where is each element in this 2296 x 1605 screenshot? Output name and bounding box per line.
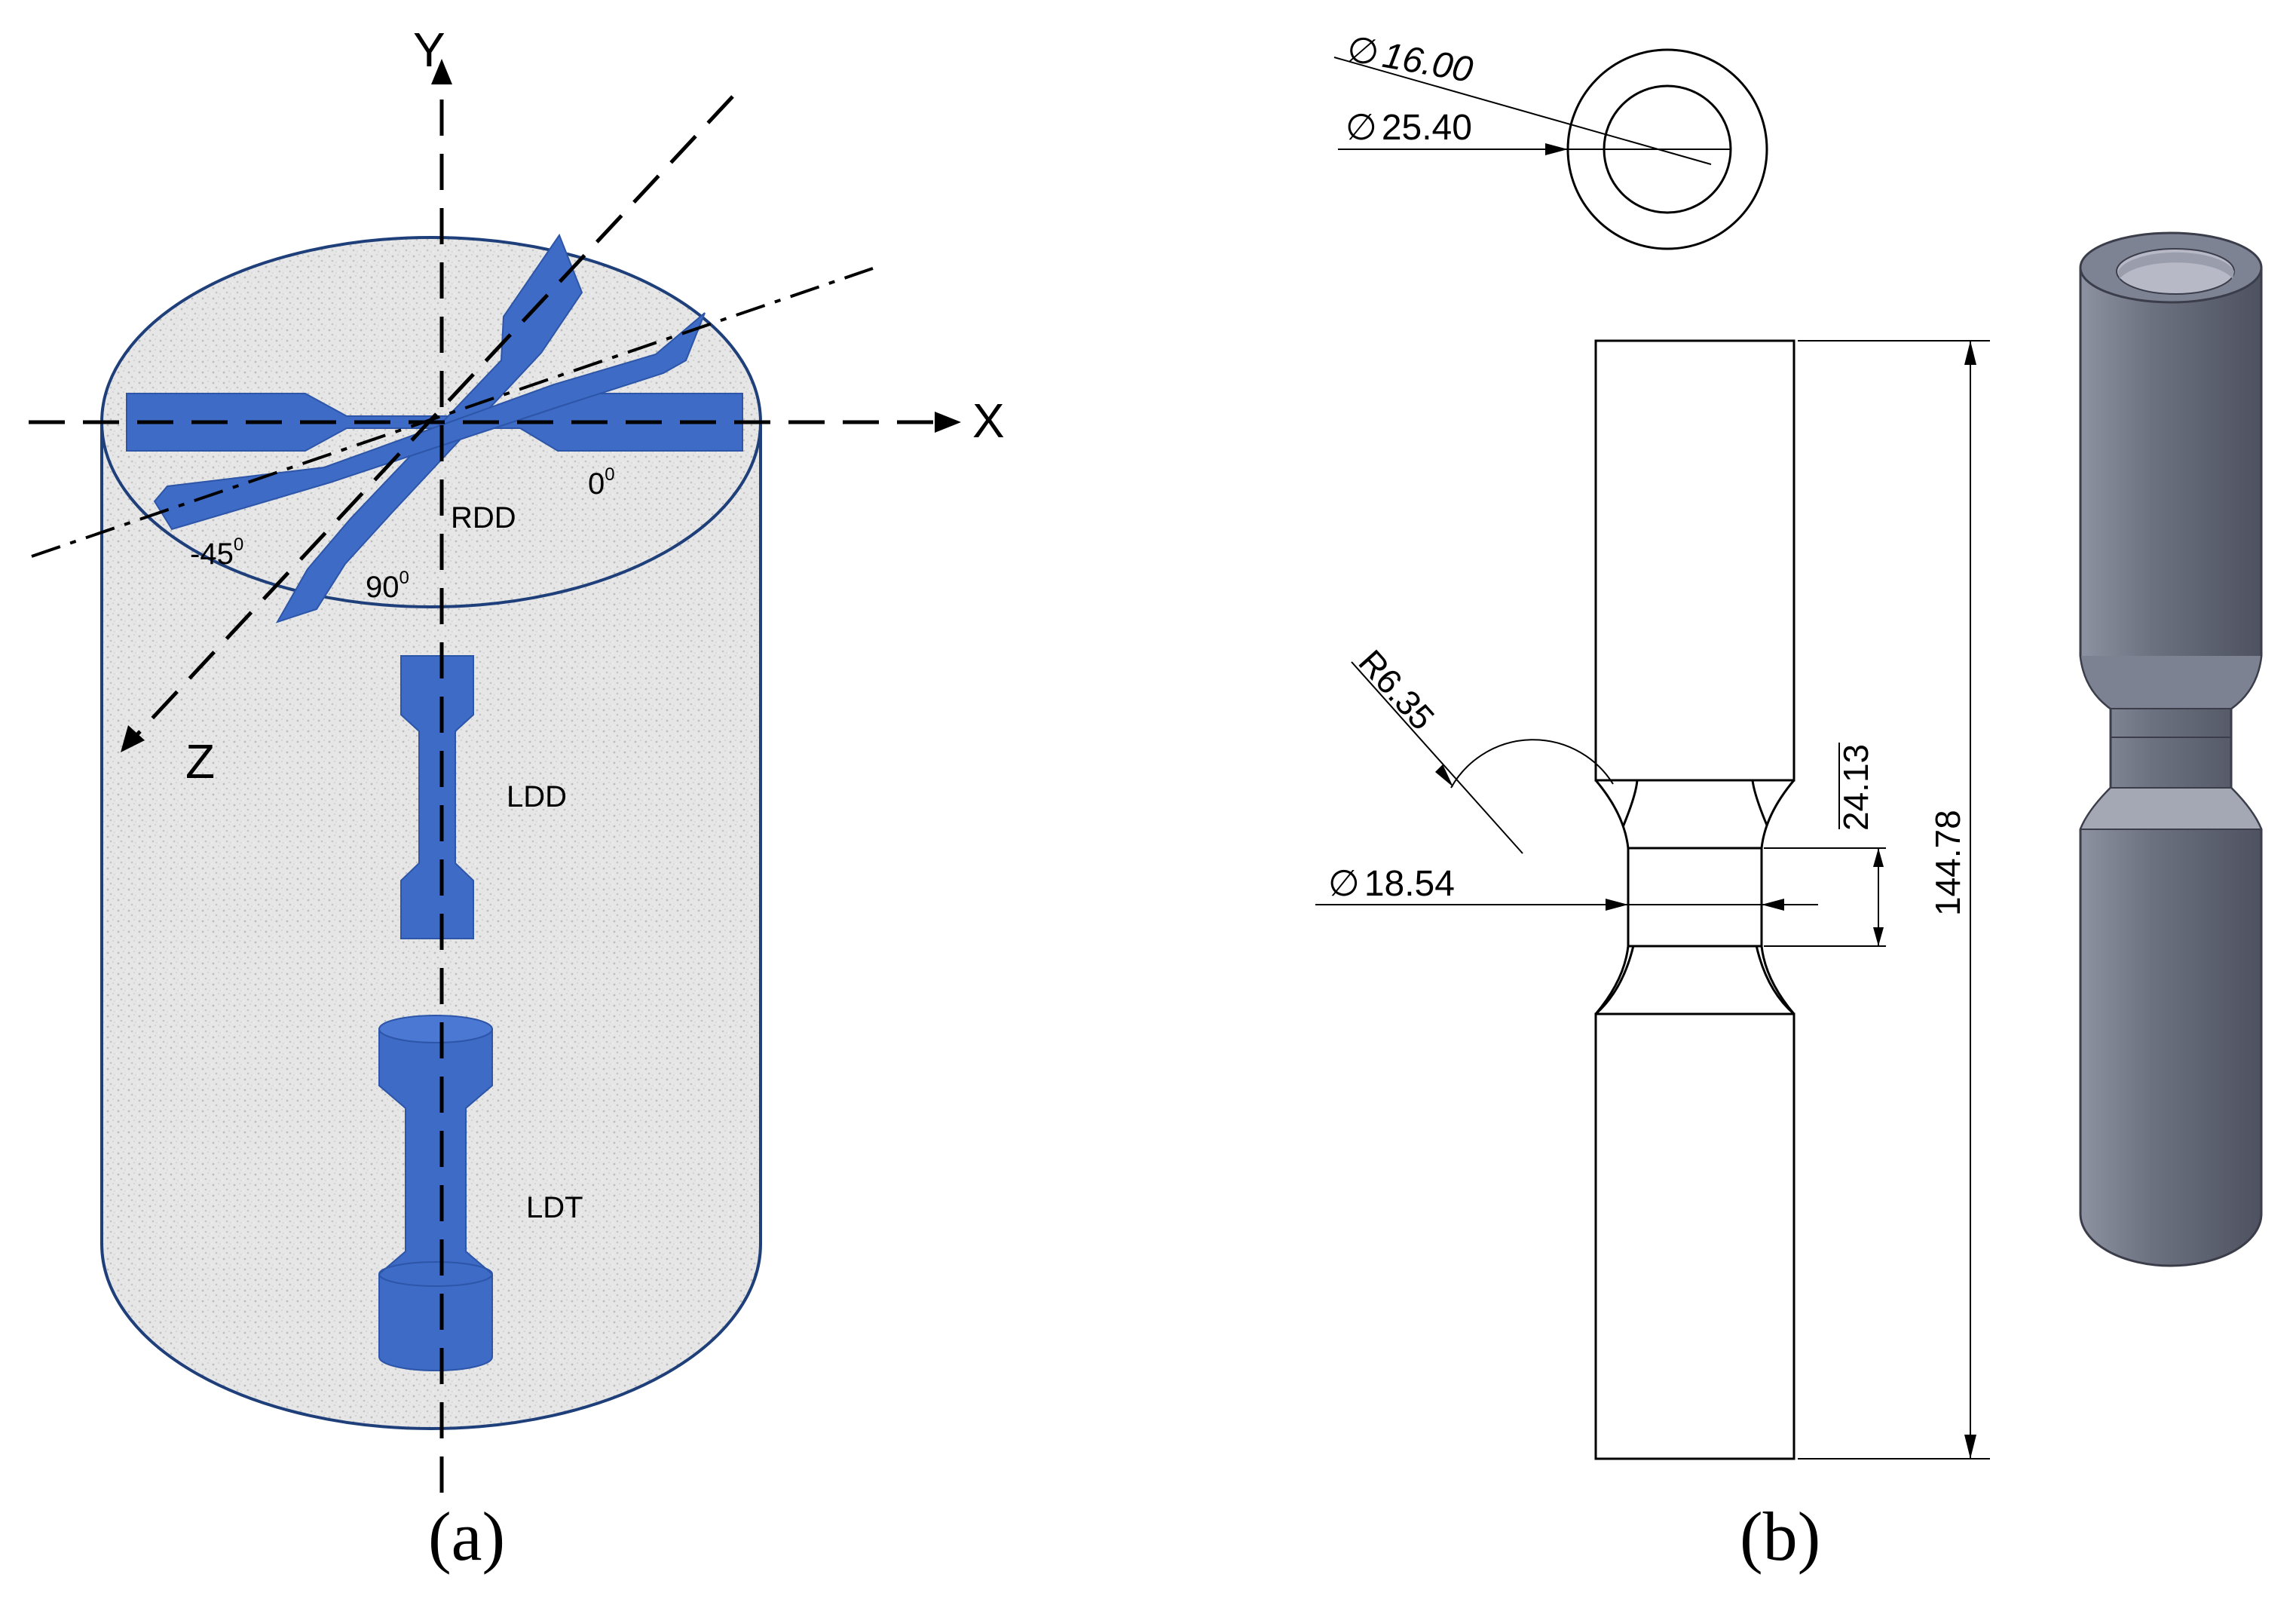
label-fillet-radius: R6.35 [1352, 642, 1443, 737]
panel-a: Y X Z 00 900 -450 RDD LDD LDT [29, 23, 1005, 1493]
minus-45-direction-line [31, 267, 874, 558]
fillet-arc [1450, 739, 1614, 789]
leader-fillet-radius [1351, 661, 1523, 854]
label-inner-diameter: ∅16.00 [1344, 29, 1476, 90]
label-gauge-diameter: ∅18.54 [1328, 864, 1455, 904]
caption-b: (b) [1740, 1498, 1821, 1575]
specimen-3d-model [2079, 231, 2263, 1267]
specimen-90-deg [275, 233, 583, 623]
label-ldt: LDT [526, 1191, 583, 1224]
y-axis-label: Y [413, 23, 445, 77]
label-90-deg: 900 [366, 568, 409, 604]
specimen-minus-45-deg [153, 312, 706, 531]
x-axis-label: X [972, 394, 1005, 448]
label-minus-45-deg: -450 [190, 534, 243, 571]
label-0-deg: 00 [588, 464, 615, 501]
caption-a: (a) [428, 1498, 506, 1575]
specimen-ldd [400, 655, 474, 939]
x-axis-arrowhead [935, 412, 961, 433]
label-gauge-length: 24.13 [1836, 744, 1875, 831]
z-axis-arrowhead [121, 725, 145, 752]
y-axis-arrowhead [431, 59, 452, 84]
panel-b-drawing [1315, 48, 1990, 1460]
label-total-length: 144.78 [1928, 810, 1967, 916]
z-axis-label: Z [185, 734, 215, 789]
label-rdd: RDD [451, 501, 516, 534]
label-ldd: LDD [507, 780, 567, 813]
specimen-ldt [378, 1015, 493, 1371]
label-outer-diameter: ∅25.40 [1345, 108, 1472, 148]
leader-inner-diameter [1333, 57, 1712, 165]
